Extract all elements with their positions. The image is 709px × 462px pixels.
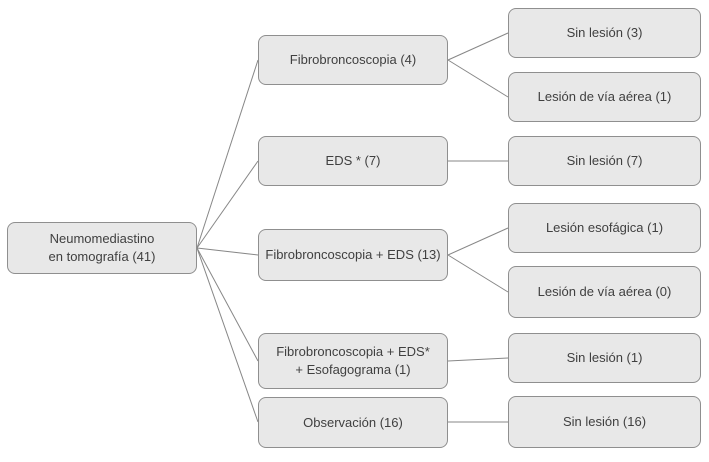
node-lesion-via-aerea-1: Lesión de vía aérea (1): [508, 72, 701, 122]
node-fibrobroncoscopia-eds: Fibrobroncoscopia + EDS (13): [258, 229, 448, 281]
node-eds: EDS * (7): [258, 136, 448, 186]
node-lesion-esofagica-1: Lesión esofágica (1): [508, 203, 701, 253]
edge-fibrobroncoscopia-sin-lesion-3: [447, 32, 509, 61]
edge-fibrobroncoscopia-eds-lesion-esofagica-1: [447, 227, 509, 256]
edge-esofagograma-sin-lesion-1: [447, 357, 509, 362]
edge-fibrobroncoscopia-lesion-via-aerea-1: [447, 59, 509, 98]
edge-fibrobroncoscopia-eds-lesion-via-aerea-0: [447, 254, 509, 293]
node-sin-lesion-7: Sin lesión (7): [508, 136, 701, 186]
node-sin-lesion-1: Sin lesión (1): [508, 333, 701, 383]
node-fibrobroncoscopia: Fibrobroncoscopia (4): [258, 35, 448, 85]
edge-root-fibrobroncoscopia-eds-esofagograma: [196, 247, 259, 362]
node-observacion: Observación (16): [258, 397, 448, 448]
edge-root-fibrobroncoscopia: [196, 59, 259, 249]
node-sin-lesion-3: Sin lesión (3): [508, 8, 701, 58]
edge-root-observacion: [196, 247, 259, 423]
node-lesion-via-aerea-0: Lesión de vía aérea (0): [508, 266, 701, 318]
node-sin-lesion-16: Sin lesión (16): [508, 396, 701, 448]
edge-root-fibrobroncoscopia-eds: [196, 247, 259, 256]
node-neumomediastino: Neumomediastino en tomografía (41): [7, 222, 197, 274]
node-fibrobroncoscopia-eds-esofagograma: Fibrobroncoscopia + EDS* + Esofagograma …: [258, 333, 448, 389]
edge-root-eds: [196, 160, 259, 249]
